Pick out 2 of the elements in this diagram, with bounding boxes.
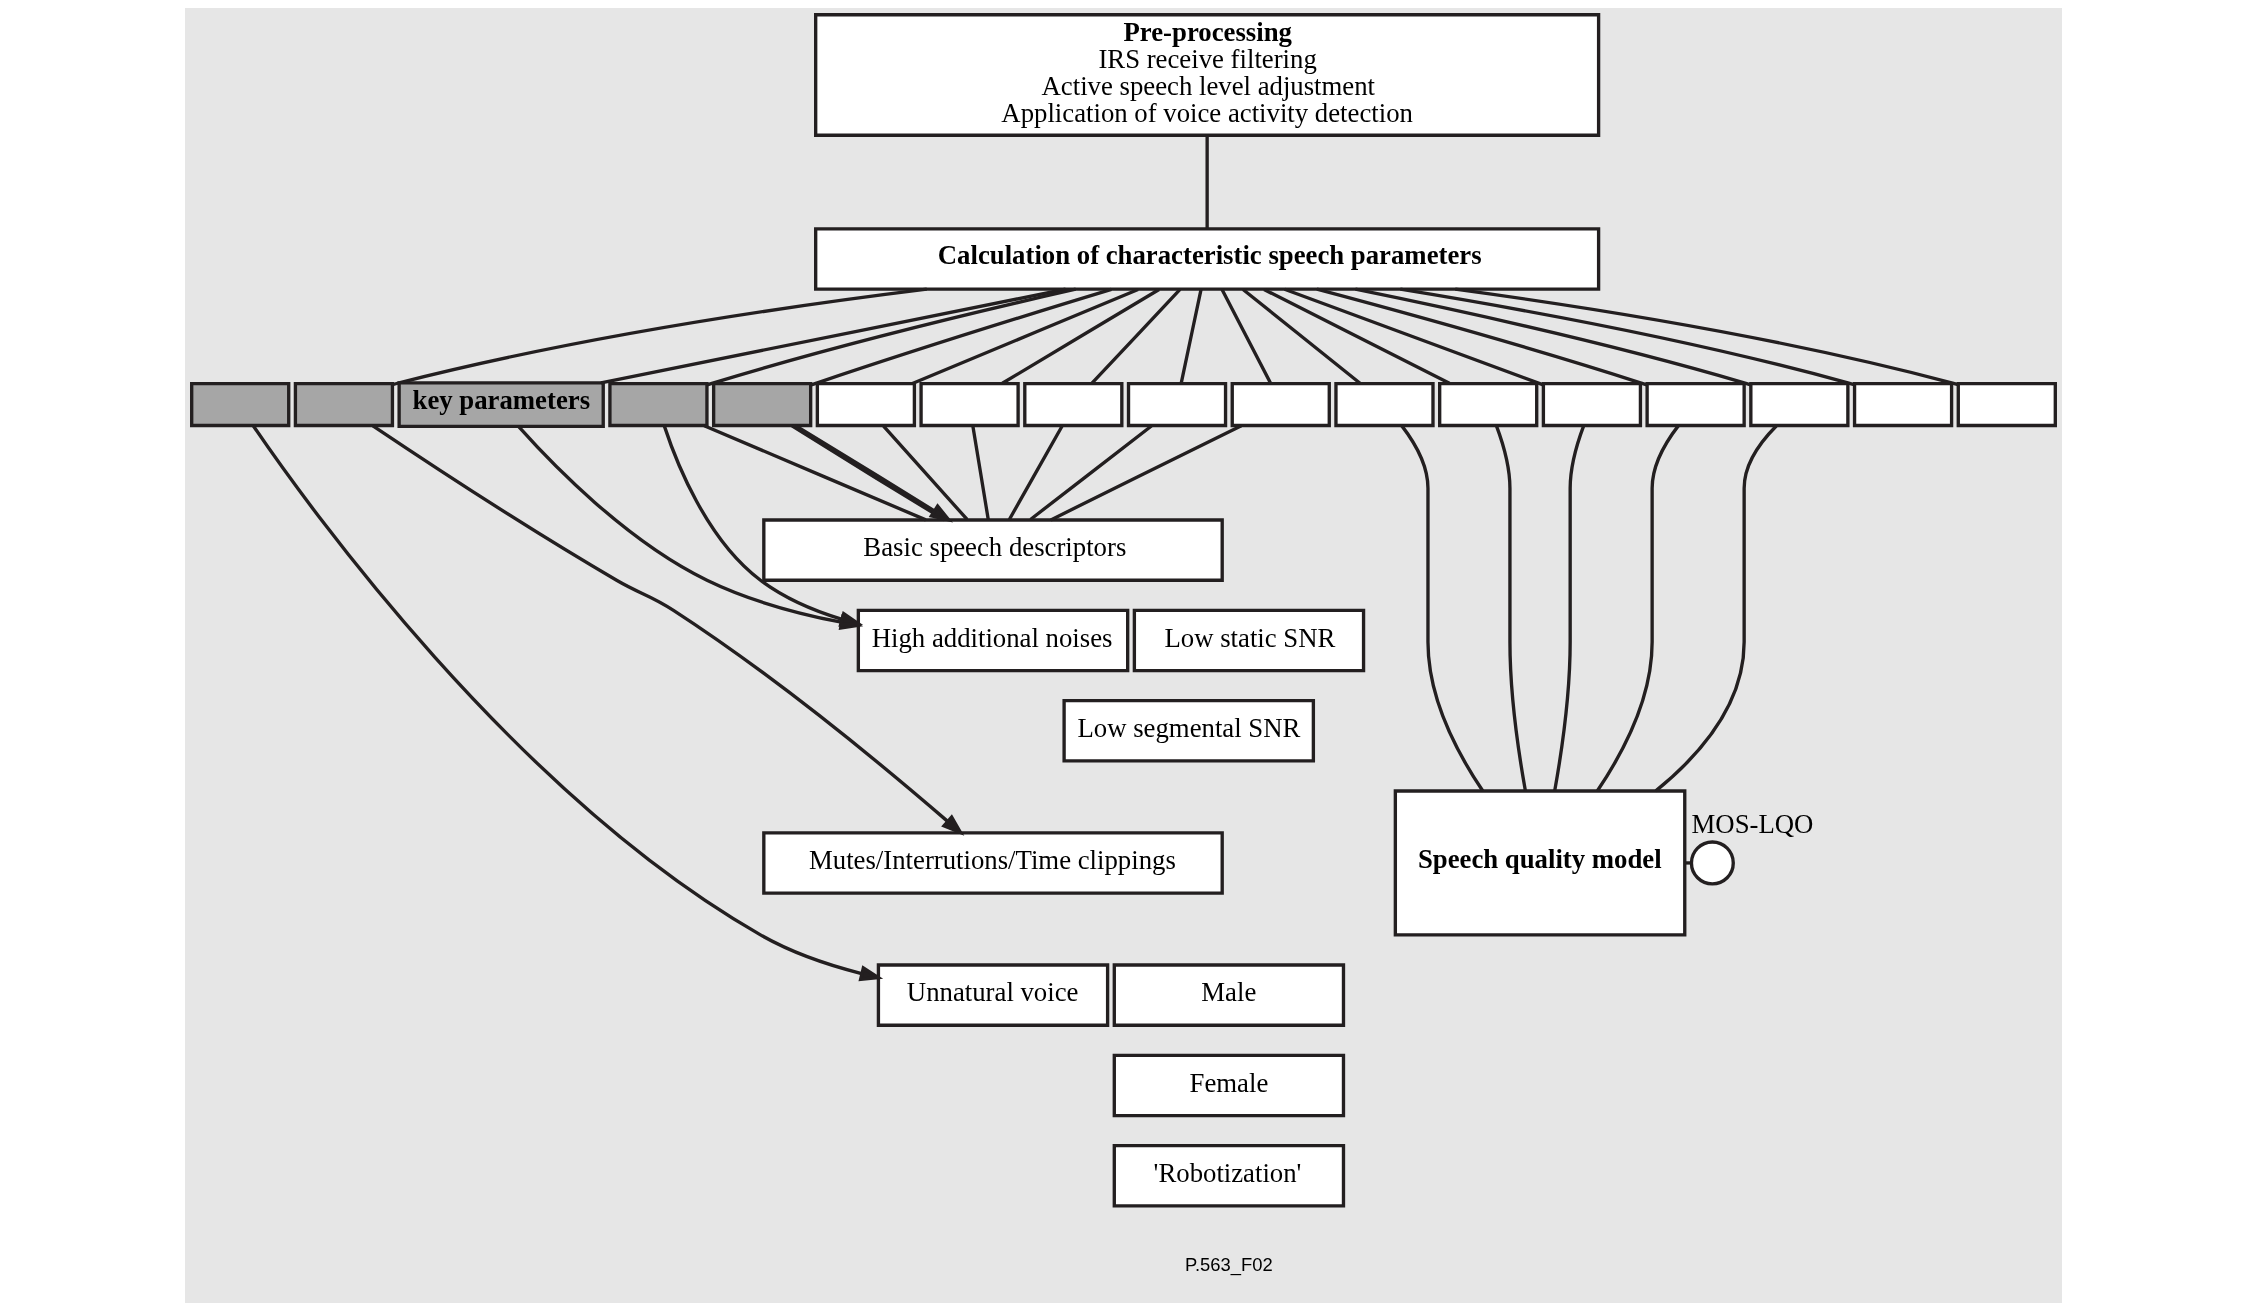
label: P.563_F02 — [1184, 1253, 1273, 1275]
node-label: MOS-LQO — [1691, 809, 1813, 840]
